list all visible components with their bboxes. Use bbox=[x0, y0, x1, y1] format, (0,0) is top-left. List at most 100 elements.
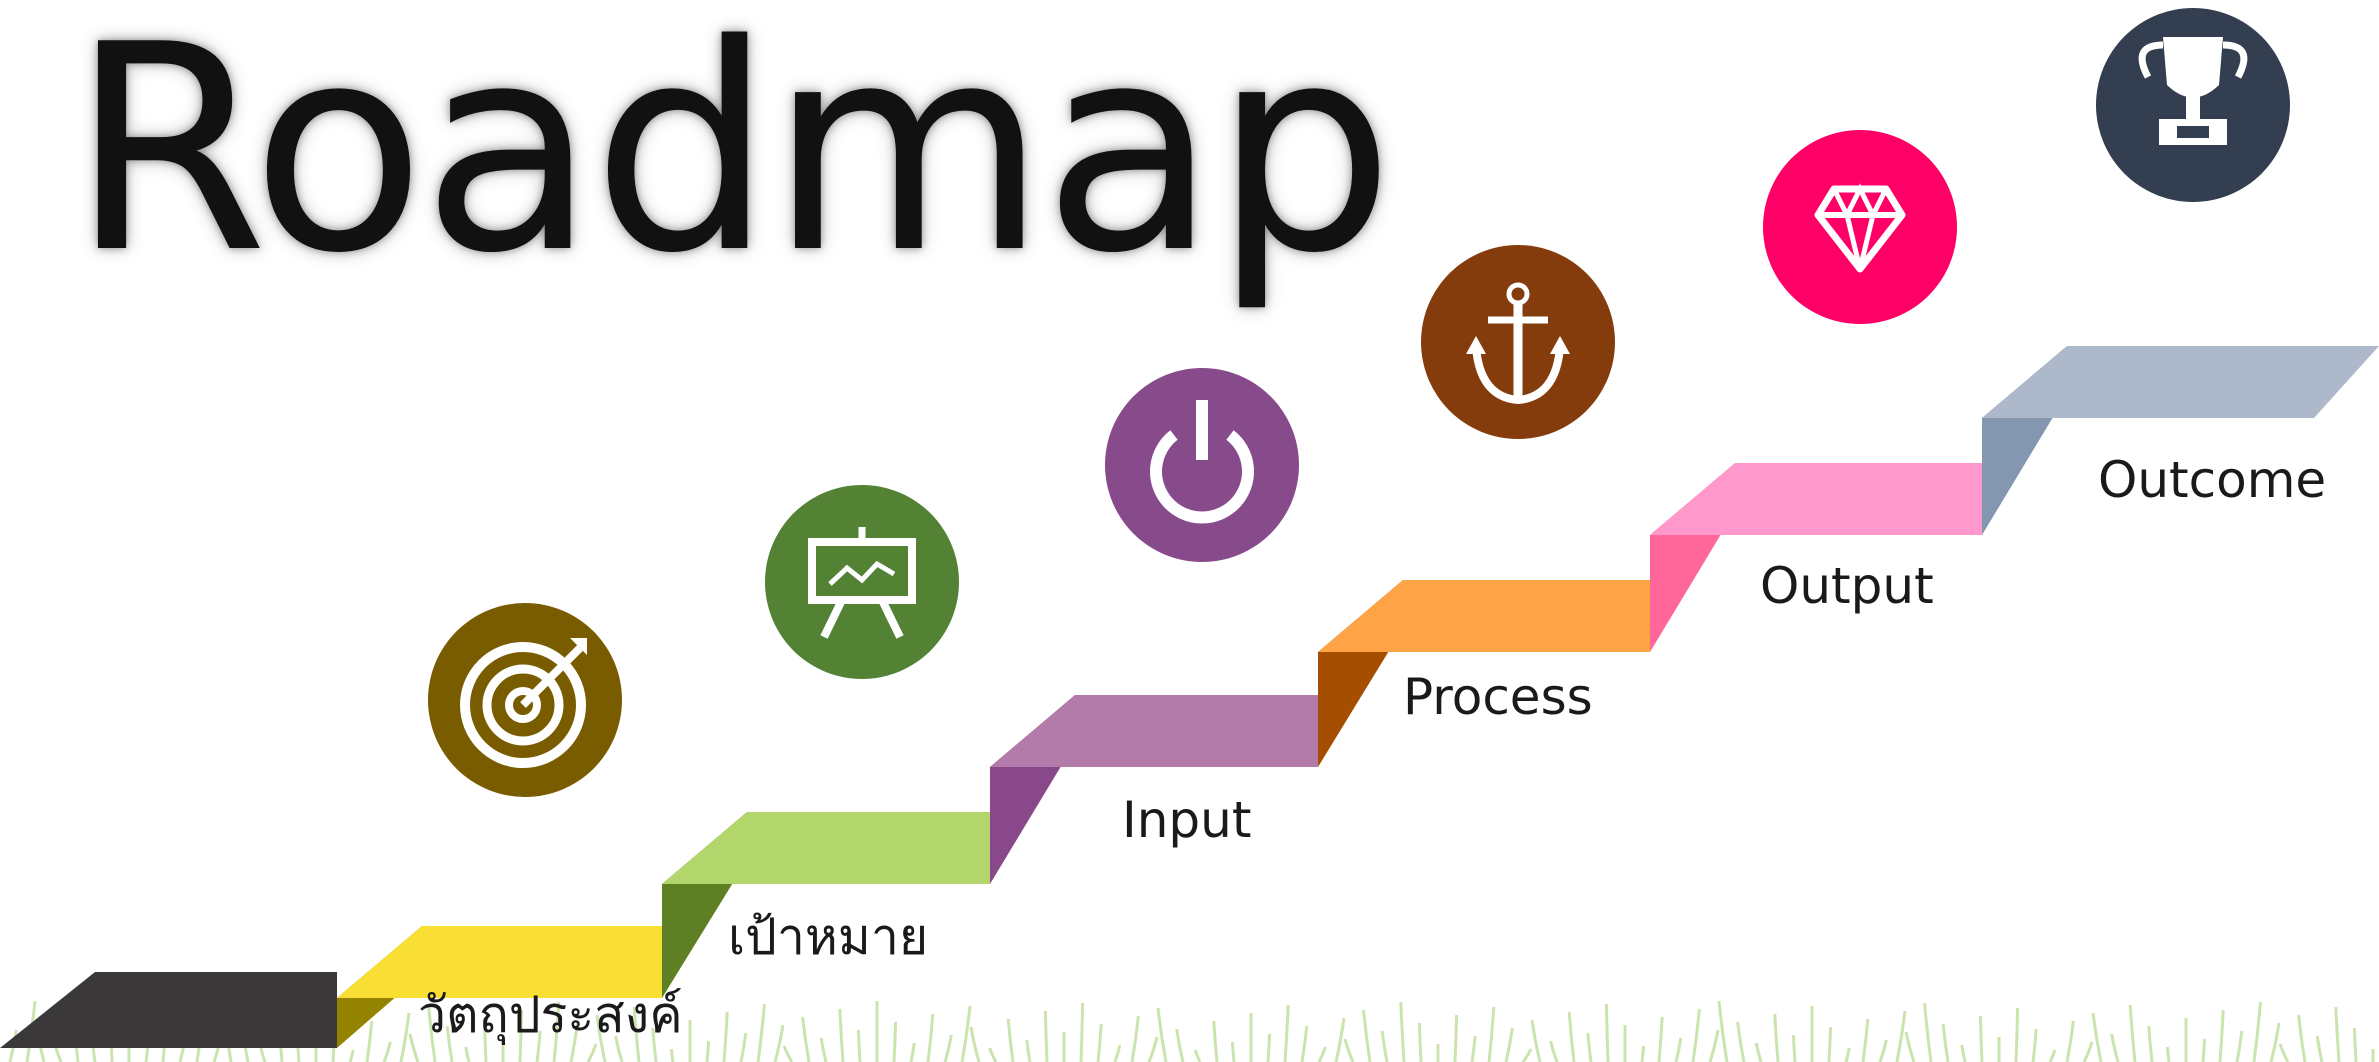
grass-blade bbox=[348, 1049, 355, 1062]
trophy-handle bbox=[2138, 41, 2164, 79]
grass-blade bbox=[1754, 1042, 1763, 1062]
stair-step-outcome bbox=[1982, 346, 2379, 418]
anchor-fluke bbox=[1550, 336, 1570, 354]
grass-blade bbox=[1549, 1040, 1559, 1062]
grass-blade bbox=[1362, 1009, 1372, 1062]
grass-blade bbox=[1717, 1000, 1729, 1062]
grass-blade bbox=[1827, 1026, 1833, 1062]
trophy-icon bbox=[2096, 8, 2290, 202]
trophy-cup bbox=[2163, 37, 2223, 98]
grass-blade bbox=[782, 1045, 794, 1062]
grass-blade bbox=[1530, 1019, 1542, 1062]
step-label-process: Process bbox=[1403, 668, 1593, 726]
grass-blade bbox=[464, 1046, 471, 1062]
grass-blade bbox=[909, 1042, 916, 1062]
grass-blade bbox=[651, 1027, 658, 1062]
board-chart-line bbox=[828, 560, 896, 586]
anchor-fluke bbox=[1466, 336, 1486, 354]
step-label-outcome: Outcome bbox=[2098, 451, 2327, 509]
grass-blade bbox=[856, 1029, 862, 1062]
grass-blade bbox=[2147, 1025, 2154, 1062]
grass-blade bbox=[2278, 1043, 2290, 1062]
icon-circle bbox=[1105, 368, 1299, 562]
grass-blade bbox=[1567, 1011, 1576, 1062]
grass-blade bbox=[586, 1043, 598, 1062]
grass-blade bbox=[1283, 1004, 1290, 1062]
grass-blade bbox=[1212, 1020, 1219, 1062]
step-label-objective: วัตถุประสงค์ bbox=[418, 986, 683, 1044]
grass-blade bbox=[838, 1008, 845, 1062]
grass-blade bbox=[1878, 1039, 1888, 1062]
grass-blade bbox=[1736, 1021, 1746, 1062]
grass-blade bbox=[756, 1003, 766, 1062]
stair-step-goal bbox=[662, 812, 990, 884]
grass-blade bbox=[739, 1032, 748, 1062]
grass-blade bbox=[1043, 1010, 1049, 1062]
board-leg bbox=[878, 598, 904, 639]
grass-blade bbox=[1380, 1030, 1389, 1062]
grass-blade bbox=[1674, 1037, 1683, 1062]
target-ring bbox=[482, 664, 564, 746]
grass-blade bbox=[1156, 1007, 1168, 1062]
grass-blade bbox=[1640, 1045, 1646, 1062]
grass-blade bbox=[2269, 1022, 2281, 1062]
grass-blade bbox=[1504, 1027, 1514, 1062]
grass-blade bbox=[1025, 1039, 1032, 1062]
target-center bbox=[505, 687, 541, 723]
anchor-arms bbox=[1472, 346, 1564, 405]
step-label-input: Input bbox=[1122, 791, 1252, 849]
grass-blade bbox=[1521, 1048, 1533, 1062]
grass-blade bbox=[819, 1037, 828, 1062]
grass-blade bbox=[382, 1041, 392, 1062]
grass-blade bbox=[1343, 1038, 1355, 1062]
grass-blade bbox=[2065, 1020, 2075, 1062]
staircase bbox=[0, 346, 2379, 1048]
arrow-head bbox=[570, 638, 587, 655]
anchor-ring bbox=[1506, 282, 1530, 306]
grass-blade bbox=[2014, 1007, 2020, 1062]
grass-blade bbox=[1586, 1032, 1593, 1062]
grass-blade bbox=[960, 1005, 972, 1062]
grass-blade bbox=[988, 1047, 998, 1062]
grass-blade bbox=[2297, 1014, 2307, 1062]
grass-blade bbox=[1175, 1028, 1185, 1062]
grass-blade bbox=[2252, 1001, 2262, 1062]
grass-blade bbox=[2128, 1004, 2137, 1062]
power-arc bbox=[1150, 430, 1254, 524]
grass-blade bbox=[614, 1035, 624, 1062]
grass-blade bbox=[569, 1022, 579, 1062]
grass-blade bbox=[1399, 1001, 1406, 1062]
grass-blade bbox=[1147, 1036, 1159, 1062]
step-label-output: Output bbox=[1760, 557, 1934, 615]
stair-step-process bbox=[1318, 580, 1650, 652]
diamond-facet bbox=[1844, 214, 1876, 270]
grass-blade bbox=[408, 1033, 420, 1062]
diamond-icon bbox=[1763, 130, 1957, 324]
grass-blade bbox=[669, 1048, 675, 1062]
grass-blade bbox=[595, 1014, 607, 1062]
board-leg bbox=[820, 598, 846, 639]
grass-blade bbox=[926, 1013, 935, 1062]
diamond-outline bbox=[1814, 185, 1906, 273]
grass-blade bbox=[1130, 1015, 1140, 1062]
grass-blade bbox=[1904, 1031, 1916, 1062]
grass-blade bbox=[1941, 1023, 1950, 1062]
arrow-shaft bbox=[520, 645, 583, 708]
presentation-board-icon bbox=[765, 485, 959, 679]
grass-blade bbox=[1417, 1022, 1423, 1062]
icon-circle bbox=[1763, 130, 1957, 324]
grass-blade bbox=[1079, 1002, 1085, 1062]
grass-blade bbox=[2201, 1038, 2207, 1062]
grass-blade bbox=[2218, 1009, 2225, 1062]
grass-blade bbox=[1657, 1016, 1664, 1062]
grass-blade bbox=[1453, 1014, 1459, 1062]
grass-blade bbox=[1604, 1003, 1610, 1062]
grass-blade bbox=[1006, 1018, 1015, 1062]
grass-blade bbox=[2110, 1033, 2120, 1062]
grass-blade bbox=[1978, 1015, 1984, 1062]
stair-step-objective bbox=[337, 926, 662, 998]
grass-blade bbox=[365, 1020, 374, 1062]
grass-blade bbox=[445, 1025, 454, 1062]
stair-step-output bbox=[1650, 463, 1982, 535]
grass-blade bbox=[1773, 1013, 1780, 1062]
